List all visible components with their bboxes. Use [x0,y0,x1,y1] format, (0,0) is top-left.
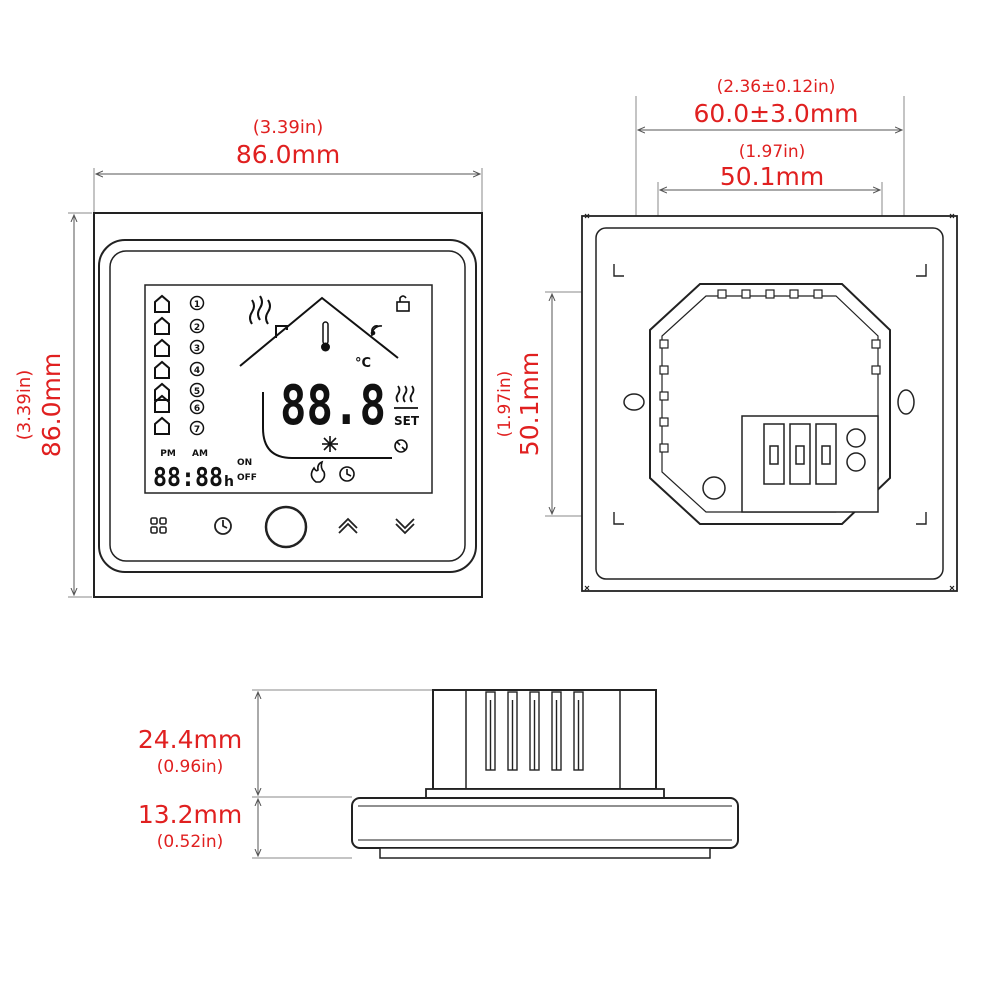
on-label: ON [237,458,252,468]
back-inner-in-label: (1.97in) [739,142,806,162]
house-outline-icon [239,296,399,367]
mounting-slot-left [623,393,645,411]
program-item: 2 [154,316,205,335]
set-label: SET [394,414,420,428]
back-outer-in-label: (2.36±0.12in) [717,77,836,97]
house-chimney-icon [275,325,288,338]
clock-small-icon [339,466,355,482]
house-icon [154,338,170,357]
program-number-circle [189,399,205,415]
front-width-in-label: (3.39in) [253,117,324,138]
house-icon [154,294,170,313]
down-button[interactable] [395,518,415,535]
side-body-mm-label: 24.4mm [138,725,242,754]
power-button[interactable] [264,505,308,549]
program-item: 4 [154,360,205,379]
program-item: 6 [154,394,205,415]
lock-icon [396,295,410,312]
power-icon [264,505,308,549]
program-item: 7 [154,416,205,436]
back-outer-mm-label: 60.0±3.0mm [693,99,858,128]
am-label: AM [192,449,208,459]
side-back-body [432,689,657,790]
up-chevron-icon [338,517,358,534]
mounting-slot-right [897,389,915,415]
top-teeth [717,289,823,299]
wifi-icon [370,325,383,337]
program-number: 3 [194,344,200,354]
down-chevron-icon [395,518,415,535]
thermometer-icon [321,321,330,352]
side-terminal-pins [485,691,584,771]
clock-button[interactable] [214,517,232,535]
snowflake-icon [322,436,338,452]
heating-waves-icon [394,385,418,409]
side-body-in-label: (0.96in) [157,757,224,777]
program-number-circle [189,382,205,398]
program-number-circle [189,361,205,377]
fire-icon [310,460,326,483]
side-front-panel-base [379,847,711,859]
program-number-circle [189,420,205,436]
back-height-in-label: (1.97in) [495,371,515,438]
program-item: 3 [154,338,205,357]
side-teeth [659,339,881,453]
screw-hole-marks [584,213,955,591]
front-height-in-label: (3.39in) [14,370,35,441]
front-width-mm-label: 86.0mm [236,140,340,169]
menu-icon [150,517,167,534]
clip-tabs [613,264,927,525]
program-number: 2 [194,323,200,333]
program-number: 4 [194,366,200,376]
front-height-mm-label: 86.0mm [37,353,66,457]
temperature-digits: 88.8 [280,374,386,437]
off-label: OFF [237,473,257,483]
program-number-circle [189,318,205,334]
terminal-round-3 [702,476,726,500]
clock-icon [214,517,232,535]
temperature-unit: °C [355,356,371,371]
program-number-circle [189,339,205,355]
terminal-round-1 [846,428,866,448]
fan-icon [394,439,408,453]
back-inner-mm-label: 50.1mm [720,162,824,191]
hours-suffix: h [224,474,234,490]
side-flange [425,788,665,799]
back-plate-inner [595,227,944,580]
program-number-circle [189,295,205,311]
program-number: 1 [194,300,200,310]
side-view: 24.4mm (0.96in) 13.2mm (0.52in) [138,689,739,859]
side-panel-mm-label: 13.2mm [138,800,242,829]
menu-button[interactable] [150,517,167,534]
program-list: 1 2 3 4 5 [154,294,205,436]
house-icon [154,360,170,379]
program-item: 1 [154,294,205,313]
program-number: 7 [194,425,200,435]
house-walls-icon [262,392,392,459]
program-number: 5 [194,387,200,397]
house-icon [154,316,170,335]
terminal-screws [763,423,837,485]
side-panel-in-label: (0.52in) [157,832,224,852]
back-height-mm-label: 50.1mm [515,352,544,456]
house-icon [154,416,170,435]
back-view: (2.36±0.12in) 60.0±3.0mm (1.97in) 50.1mm… [495,77,958,592]
terminal-round-2 [846,452,866,472]
house-icon [154,394,170,413]
pm-label: PM [160,449,176,459]
up-button[interactable] [338,517,358,534]
program-number: 6 [194,404,200,414]
front-view: (3.39in) 86.0mm (3.39in) 86.0mm 1 2 [14,117,483,598]
time-digits: 88:88 [153,463,223,493]
steam-icon [249,295,271,325]
